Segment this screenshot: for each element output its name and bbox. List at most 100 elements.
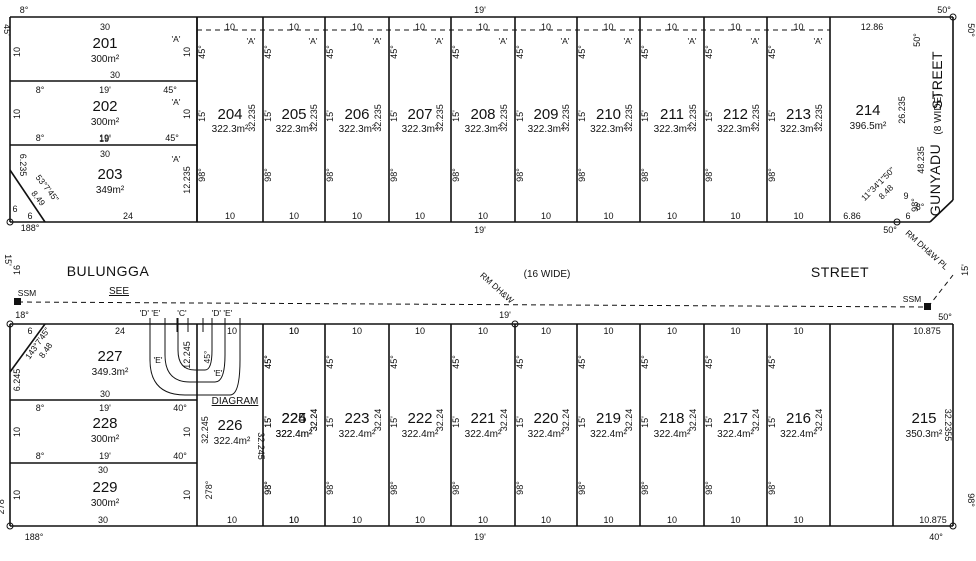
lot-number: 214 [855, 102, 880, 119]
dim-depth: 32.24 [309, 409, 319, 432]
top-edge-bearing: 19' [474, 5, 486, 15]
tag-a: 'A' [247, 36, 256, 46]
street-width-16: 16 [12, 265, 22, 275]
lot-number: 210 [596, 106, 621, 123]
tag-e: 'E' [214, 368, 223, 378]
tag-c: 'C' [177, 308, 187, 318]
dim-left: 10 [12, 47, 22, 57]
dim-rear: 10 [730, 211, 740, 221]
lot-area: 322.4m² [339, 429, 376, 440]
tag-a: 'A' [624, 36, 633, 46]
lot-area: 322.3m² [717, 124, 754, 135]
dim-right: 12.235 [182, 166, 192, 194]
ssm-label-east: SSM [903, 294, 921, 304]
lot-area: 322.3m² [339, 124, 376, 135]
dim-depth: 32.235 [624, 104, 634, 132]
dim-front: 10 [667, 326, 677, 336]
dim-angle-45: 45° [263, 45, 273, 59]
dim-depth: 32.24 [309, 409, 319, 432]
lot-number: 222 [407, 410, 432, 427]
tag-a: 'A' [172, 34, 181, 44]
dim-bottom: 30 [98, 515, 108, 525]
lot-number: 205 [281, 106, 306, 123]
dim-depth-left: 32.245 [200, 416, 210, 444]
lot-number: 221 [470, 410, 495, 427]
dim-angle-98: 98° [263, 168, 273, 182]
dim-depth: 32.2355 [943, 409, 953, 442]
bearing-278-226: 278° [204, 480, 214, 499]
lot-number: 225 [281, 410, 306, 427]
dim-front: 10 [289, 326, 299, 336]
lot-area: 322.3m² [590, 124, 627, 135]
lot-area: 322.4m² [528, 429, 565, 440]
lot-number: 227 [97, 348, 122, 365]
tag-a: 'A' [688, 36, 697, 46]
dim-top: 19' [99, 85, 111, 95]
dim-angle-98: 98° [325, 168, 335, 182]
dim-angle-45: 45° [704, 45, 714, 59]
ssm-marker-west [14, 298, 21, 305]
dim-angle-45: 45° [263, 355, 273, 369]
corner-6-east: 6 [905, 211, 910, 221]
dim-angle-98: 98° [325, 481, 335, 495]
peg-marker [949, 13, 957, 21]
bearing-18: 18° [15, 310, 29, 320]
bearing-278-left: 278° [0, 495, 6, 514]
right-top-bearing: 50° [966, 23, 976, 37]
tag-a: 'A' [373, 36, 382, 46]
dim-angle-98: 98° [640, 481, 650, 495]
dim-rear: 10 [603, 515, 613, 525]
dim-15: 15' [640, 110, 650, 122]
lot-number: 223 [344, 410, 369, 427]
dim-angle-45: 45° [640, 45, 650, 59]
dim-angle-98: 98° [197, 168, 207, 182]
dim-15: 15' [767, 416, 777, 428]
dim-45: 45° [165, 133, 179, 143]
tag-a: 'A' [172, 154, 181, 164]
lot-area: 322.4m² [214, 436, 251, 447]
dim-depth: 32.24 [499, 409, 509, 432]
dim-left: 10 [12, 427, 22, 437]
lot-area: 396.5m² [850, 121, 887, 132]
dim-left: 10 [12, 109, 22, 119]
dim-15: 15' [325, 110, 335, 122]
south-lot-dividers [262, 324, 894, 526]
dim-angle-45: 45° [767, 45, 777, 59]
dim-8: 8° [36, 451, 45, 461]
dim-bottom: 30 [110, 70, 120, 80]
lot-228: 228 300m² 19' 19' 10 10 8° 40° [12, 403, 192, 461]
mid-south-bearing: 19' [499, 310, 511, 320]
lot-number: 218 [659, 410, 684, 427]
lot-number: 224 [281, 410, 306, 427]
corner-9: 9 [903, 191, 908, 201]
lot-number: 204 [217, 106, 242, 123]
dim-front: 10 [225, 22, 235, 32]
dim-left: 6.235 [18, 154, 28, 177]
dim-top: 19' [99, 403, 111, 413]
lot-area: 322.4m² [465, 429, 502, 440]
lot-number: 226 [217, 417, 242, 434]
dim-40: 40° [173, 403, 187, 413]
dim-front: 10 [730, 326, 740, 336]
lot-area: 322.3m² [780, 124, 817, 135]
dim-rear: 10 [730, 515, 740, 525]
dim-rear: 10 [289, 515, 299, 525]
dim-15: 15' [263, 110, 273, 122]
dim-angle-98: 98° [451, 168, 461, 182]
street-name-street: STREET [811, 264, 869, 280]
tag-a: 'A' [309, 36, 318, 46]
dim-angle-98: 98° [515, 481, 525, 495]
dim-15: 15' [325, 416, 335, 428]
lot-229: 229 300m² 30 30 10 10 8° 40° [12, 451, 192, 525]
dim-depth: 26.235 [897, 96, 907, 124]
dim-right: 10 [182, 47, 192, 57]
bearing-50-north: 50° [883, 225, 897, 235]
lot-area: 322.4m² [590, 429, 627, 440]
